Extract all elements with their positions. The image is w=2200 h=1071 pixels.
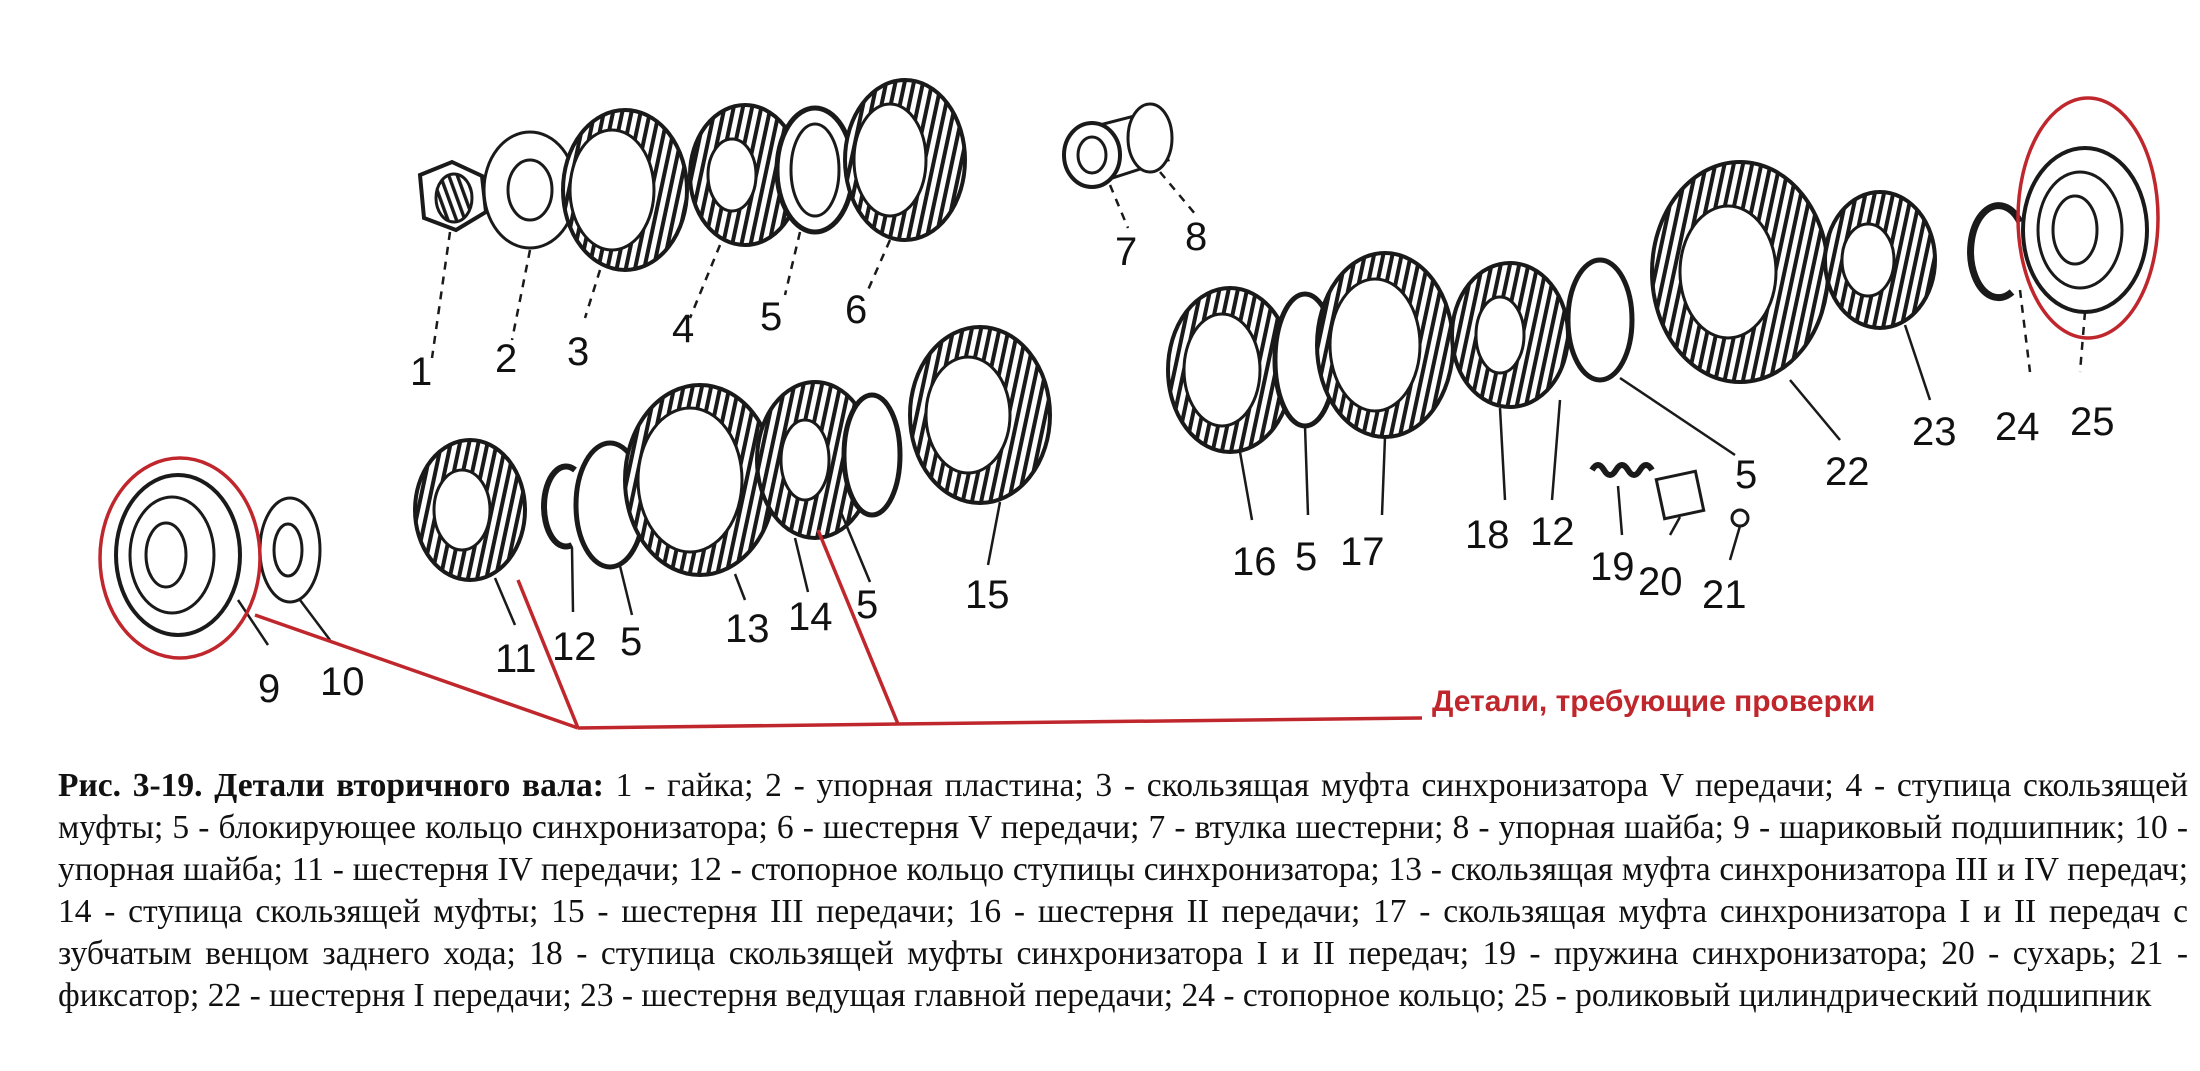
- leader-lines: [430, 171, 2087, 373]
- label-5f: 5: [856, 583, 878, 627]
- highlight-circle-bearing-9: [98, 456, 262, 660]
- label-5d: 5: [1295, 535, 1317, 579]
- part-retaining-ring-24: [1967, 202, 2024, 302]
- label-7: 7: [1115, 230, 1137, 274]
- part-gear-6: [843, 78, 967, 242]
- part-thrust-plate-2: [482, 130, 578, 250]
- part-sliding-sleeve-13: [623, 383, 777, 577]
- label-12b: 12: [1530, 510, 1575, 554]
- part-roller-bearing-25: [2021, 146, 2149, 314]
- caption-text: 1 - гайка; 2 - упорная пластина; 3 - ско…: [58, 767, 2188, 1014]
- exploded-parts-diagram: 1 2 3 4 5 6 7 8 5 22 23 24 25 16 5 17 18…: [98, 78, 2160, 730]
- label-1: 1: [410, 350, 432, 394]
- part-detent-21: [1730, 508, 1750, 528]
- label-12a: 12: [552, 625, 597, 669]
- label-11: 11: [495, 637, 537, 681]
- label-16: 16: [1232, 540, 1277, 584]
- part-bushing-7: [1062, 102, 1174, 189]
- label-21: 21: [1702, 573, 1747, 617]
- label-5e: 5: [620, 620, 642, 664]
- part-hub-14: [755, 380, 875, 540]
- label-5b: 5: [1735, 453, 1757, 497]
- highlight-circle-bearing-25: [2016, 96, 2160, 340]
- part-drive-gear-23: [1823, 190, 1937, 330]
- label-20: 20: [1638, 560, 1683, 604]
- label-10: 10: [320, 660, 365, 704]
- part-key-20: [1654, 469, 1706, 521]
- label-13: 13: [725, 607, 770, 651]
- part-blocking-ring-5c: [1565, 257, 1635, 383]
- label-3: 3: [567, 330, 589, 374]
- label-8: 8: [1185, 215, 1207, 259]
- part-retaining-ring-12a: [541, 463, 577, 550]
- part-gear-22: [1650, 160, 1830, 384]
- inspection-note: Детали, требующие проверки: [1432, 685, 1876, 718]
- part-sliding-sleeve-3: [561, 108, 689, 272]
- label-14: 14: [788, 595, 833, 639]
- figure-caption: Рис. 3-19. Детали вторичного вала: 1 - г…: [58, 765, 2188, 1017]
- label-23: 23: [1912, 410, 1957, 454]
- part-nut-1: [417, 159, 489, 233]
- part-blocking-ring-5a: [774, 105, 856, 235]
- part-gear-11: [413, 438, 527, 582]
- label-17: 17: [1340, 530, 1385, 574]
- part-number-labels: 1 2 3 4 5 6 7 8 5 22 23 24 25 16 5 17 18…: [258, 215, 2115, 711]
- label-2: 2: [495, 337, 517, 381]
- label-15: 15: [965, 573, 1010, 617]
- part-sliding-sleeve-17: [1315, 251, 1455, 439]
- caption-title: Рис. 3-19. Детали вторичного вала:: [58, 767, 604, 804]
- part-gear-15: [908, 325, 1052, 505]
- label-19: 19: [1590, 545, 1635, 589]
- part-blocking-ring-5f: [841, 392, 903, 518]
- label-24: 24: [1995, 405, 2040, 449]
- label-18: 18: [1465, 513, 1510, 557]
- label-25: 25: [2070, 400, 2115, 444]
- part-hub-18: [1450, 261, 1570, 409]
- leader-lines-solid: [236, 324, 1932, 646]
- part-spring-19: [1589, 462, 1655, 478]
- label-22: 22: [1825, 450, 1870, 494]
- label-4: 4: [672, 307, 694, 351]
- label-5a: 5: [760, 295, 782, 339]
- label-9: 9: [258, 667, 280, 711]
- label-6: 6: [845, 288, 867, 332]
- part-ball-bearing-9: [114, 473, 242, 637]
- inspection-highlight: [98, 96, 2160, 730]
- part-thrust-washer-10: [258, 496, 322, 604]
